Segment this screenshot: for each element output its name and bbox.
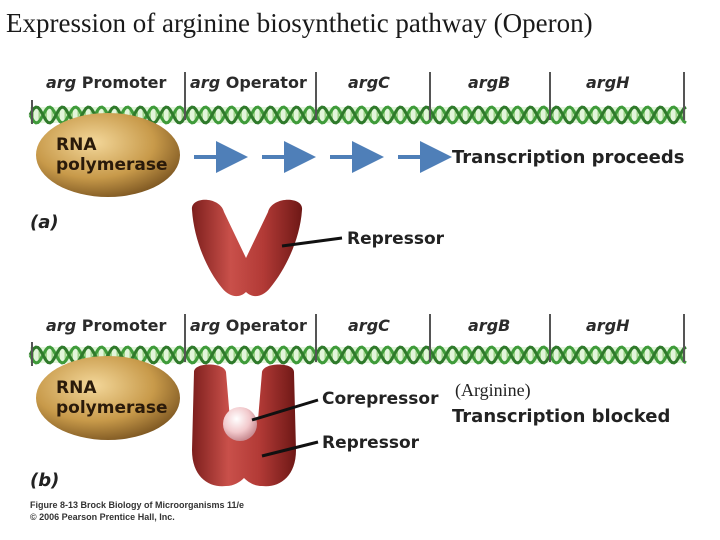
page-title: Expression of arginine biosynthetic path… bbox=[6, 8, 593, 38]
gene-dividers-a bbox=[31, 72, 685, 124]
gene-label-arg-operator-a: arg Operator bbox=[190, 73, 307, 92]
rna-polymerase-a bbox=[36, 113, 180, 197]
gene-label-argh-a: argH bbox=[586, 73, 630, 92]
repressor-b bbox=[192, 364, 319, 487]
gene-label-argc-a: argC bbox=[348, 73, 390, 92]
repressor-label-a: Repressor bbox=[347, 229, 445, 249]
gene-label-argb-b: argB bbox=[468, 316, 511, 335]
gene-dividers-b bbox=[31, 314, 685, 366]
rna-polymerase-label-a: RNA polymerase bbox=[56, 135, 168, 175]
corepressor-label: Corepressor bbox=[322, 389, 439, 409]
copyright-caption: © 2006 Pearson Prentice Hall, Inc. bbox=[30, 512, 175, 522]
gene-label-argb-a: argB bbox=[468, 73, 511, 92]
gene-label-arg-operator-b: arg Operator bbox=[190, 316, 307, 335]
repressor-label-b: Repressor bbox=[322, 433, 420, 453]
rna-polymerase-label-b: RNA polymerase bbox=[56, 378, 168, 418]
gene-label-argh-b: argH bbox=[586, 316, 630, 335]
transcription-status-a: Transcription proceeds bbox=[452, 147, 685, 168]
gene-label-arg-promoter-b: arg Promoter bbox=[46, 316, 167, 335]
gene-label-arg-promoter-a: arg Promoter bbox=[46, 73, 167, 92]
gene-label-argc-b: argC bbox=[348, 316, 390, 335]
corepressor-note: (Arginine) bbox=[455, 380, 531, 400]
figure-caption: Figure 8-13 Brock Biology of Microorgani… bbox=[30, 500, 245, 510]
rna-polymerase-b bbox=[36, 356, 180, 440]
repressor-a bbox=[191, 199, 343, 297]
panel-letter-a: (a) bbox=[30, 212, 59, 233]
panel-letter-b: (b) bbox=[30, 470, 60, 491]
corepressor-molecule bbox=[223, 407, 257, 441]
transcription-status-b: Transcription blocked bbox=[452, 406, 671, 427]
